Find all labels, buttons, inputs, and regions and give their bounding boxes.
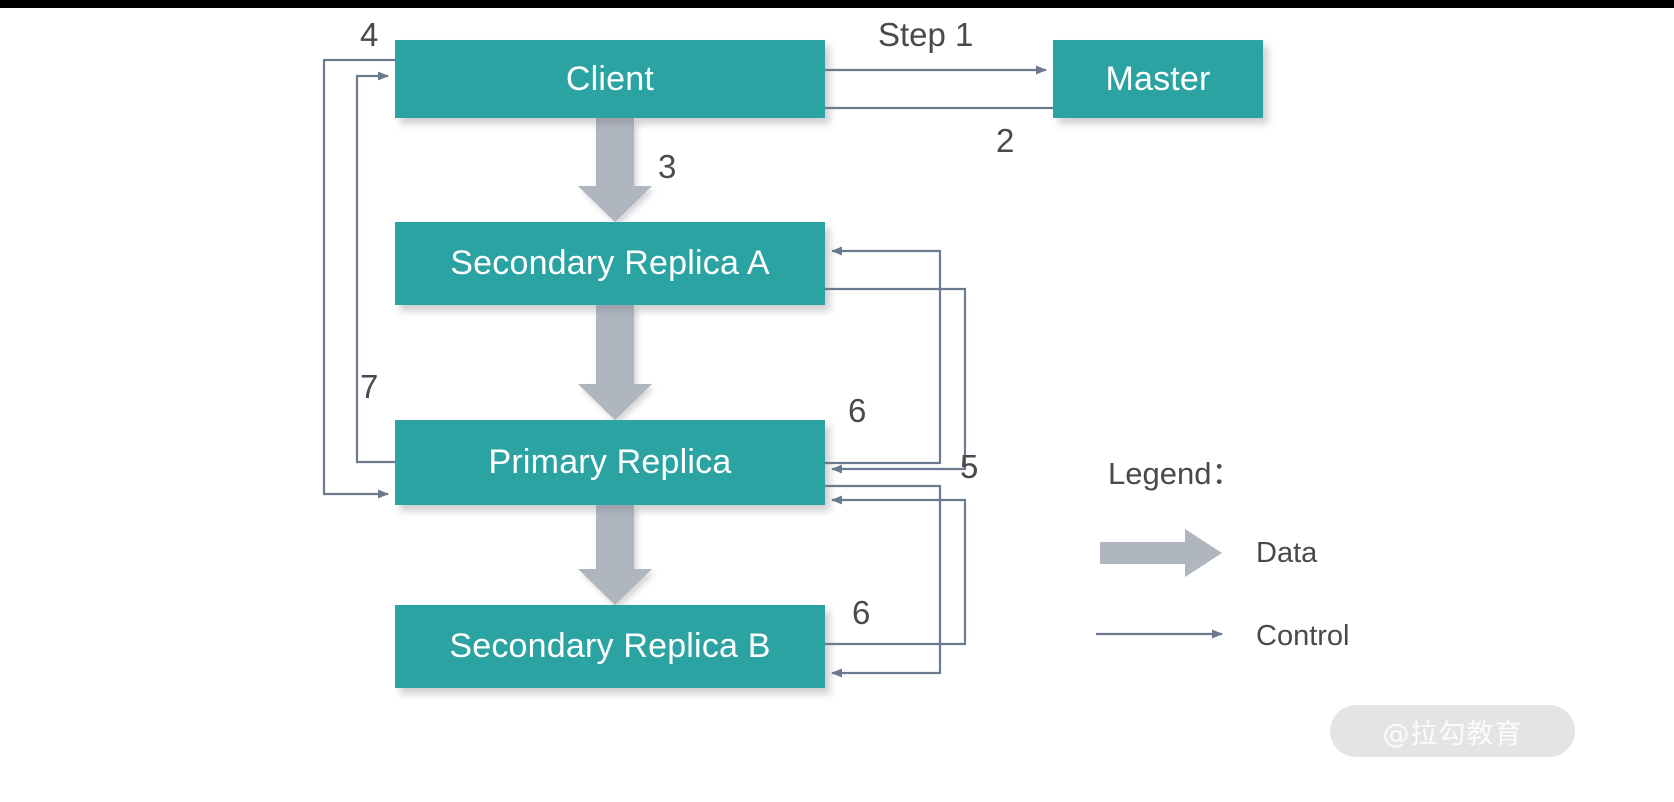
legend-title: Legend： (1108, 456, 1243, 491)
step-label-3: 3 (658, 148, 677, 185)
node-secondary-replica-a[interactable]: Secondary Replica A (395, 222, 825, 305)
data-arrow-seca-to-primary (578, 305, 652, 420)
control-line-step7 (355, 71, 395, 464)
legend-data-arrow-icon (1100, 529, 1222, 577)
top-black-bar (0, 0, 1674, 8)
step-label-6-lower: 6 (852, 594, 871, 631)
step-label-2: 2 (996, 122, 1015, 159)
control-line-step6-upper (825, 287, 967, 474)
watermark: @拉勾教育 (1330, 705, 1575, 757)
diagram-canvas: Client Master Secondary Replica A Primar… (0, 8, 1674, 802)
connector-layer (322, 58, 1223, 678)
node-primary-replica[interactable]: Primary Replica (395, 420, 825, 505)
node-secondary-replica-b[interactable]: Secondary Replica B (395, 605, 825, 688)
data-arrow-primary-to-secb (578, 505, 652, 605)
control-line-step5-to-secb (825, 484, 942, 678)
node-client[interactable]: Client (395, 40, 825, 118)
node-master[interactable]: Master (1053, 40, 1263, 118)
step-label-6-upper: 6 (848, 392, 867, 429)
step-label-7: 7 (360, 368, 379, 405)
legend-data-label: Data (1256, 537, 1318, 569)
step-label-4: 4 (360, 16, 379, 53)
step-label-1: Step 1 (878, 16, 974, 53)
legend-control-label: Control (1256, 620, 1350, 652)
control-line-step4 (322, 58, 395, 499)
control-line-step6-lower (825, 495, 967, 646)
step-label-5: 5 (960, 448, 979, 485)
data-arrow-client-to-seca (578, 118, 652, 222)
control-line-step5 (825, 246, 942, 465)
